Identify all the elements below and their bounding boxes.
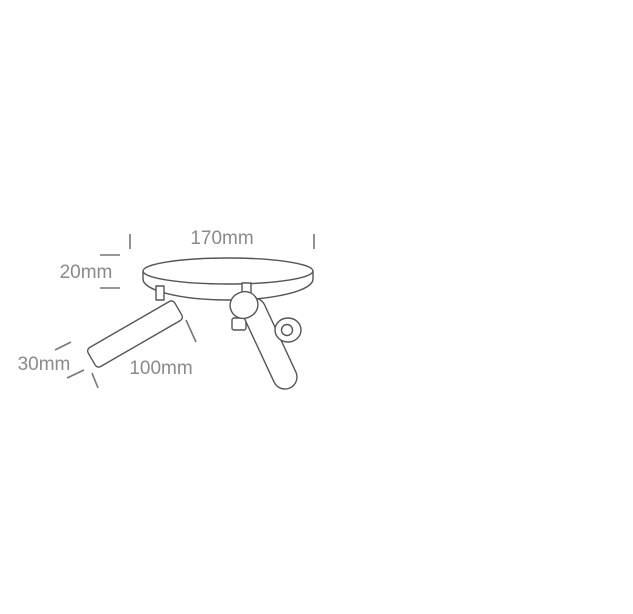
right-spotlight: [229, 282, 302, 390]
length-dimension-label: 100mm: [129, 358, 192, 379]
dimension-ticks: [54, 234, 315, 389]
height-dimension-label: 20mm: [60, 262, 113, 283]
ceiling-canopy: [142, 257, 314, 301]
width-dimension-label: 170mm: [190, 228, 253, 249]
diameter-dimension-label: 30mm: [18, 354, 71, 375]
left-spotlight: [86, 285, 184, 368]
